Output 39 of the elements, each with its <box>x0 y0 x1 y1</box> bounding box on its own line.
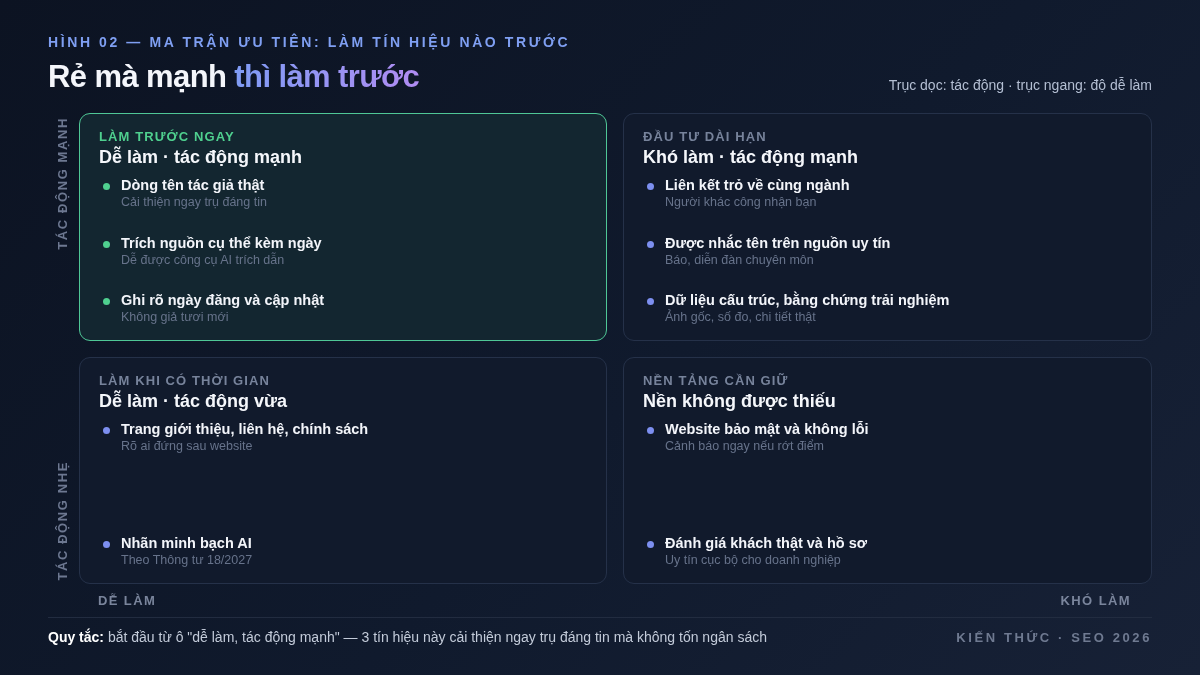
item-note: Ảnh gốc, số đo, chi tiết thật <box>665 310 816 324</box>
axis-label: KHÓ LÀM <box>1060 593 1131 608</box>
item-note: Uy tín cục bộ cho doanh nghiệp <box>665 553 841 567</box>
caption-text: Quy tắc: bắt đầu từ ô "dễ làm, tác động mạnh" — 3 tín hiệu này cải thiện ngay trụ đáng tin mà không tốn ngân sách <box>48 629 767 645</box>
axis-label: DỄ LÀM <box>98 593 157 608</box>
item-title: Dữ liệu cấu trúc, bằng chứng trải nghiệm <box>665 292 950 308</box>
quadrant-card <box>623 113 1152 341</box>
item-note: Rõ ai đứng sau website <box>121 439 253 453</box>
item-title: Trang giới thiệu, liên hệ, chính sách <box>121 421 369 437</box>
figure-kicker: HÌNH 02 — MA TRẬN ƯU TIÊN: LÀM TÍN HIỆU NÀO TRƯỚC <box>48 34 571 50</box>
quadrant-heading: Khó làm · tác động mạnh <box>643 147 858 168</box>
footer-credit: KIẾN THỨC · SEO 2026 <box>956 630 1152 645</box>
item-title: Website bảo mật và không lỗi <box>665 421 869 437</box>
diagram-title: Rẻ mà mạnh thì làm trước <box>48 59 420 95</box>
item-title: Đánh giá khách thật và hồ sơ <box>665 535 868 551</box>
quadrant-heading: Nền không được thiếu <box>643 391 836 412</box>
quadrant-kicker: NỀN TẢNG CẦN GIỮ <box>643 373 789 388</box>
quadrant-heading: Dễ làm · tác động mạnh <box>99 147 303 168</box>
quadrant-kicker: LÀM TRƯỚC NGAY <box>99 129 235 144</box>
item-title: Trích nguồn cụ thể kèm ngày <box>121 234 322 251</box>
item-note: Theo Thông tư 18/2027 <box>121 553 253 567</box>
item-note: Báo, diễn đàn chuyên môn <box>665 252 814 267</box>
quadrant-kicker: ĐẦU TƯ DÀI HẠN <box>643 129 767 144</box>
item-title: Ghi rõ ngày đăng và cập nhật <box>121 292 325 308</box>
item-note: Người khác công nhận bạn <box>665 195 817 209</box>
quadrant-card <box>79 357 607 584</box>
item-note: Cảnh báo ngay nếu rớt điểm <box>665 439 824 453</box>
item-title: Dòng tên tác giả thật <box>121 177 265 193</box>
quadrant-card <box>623 357 1152 584</box>
item-title: Liên kết trỏ về cùng ngành <box>665 177 850 193</box>
axis-note: Trục dọc: tác động · trục ngang: độ dễ làm <box>888 77 1152 93</box>
item-title: Được nhắc tên trên nguồn uy tín <box>665 234 891 251</box>
item-note: Không giả tươi mới <box>121 310 229 324</box>
item-note: Cải thiện ngay trụ đáng tin <box>121 195 267 209</box>
item-title: Nhãn minh bạch AI <box>121 535 252 551</box>
quadrant-heading: Dễ làm · tác động vừa <box>99 391 288 412</box>
quadrant-kicker: LÀM KHI CÓ THỜI GIAN <box>99 373 271 388</box>
item-note: Dễ được công cụ AI trích dẫn <box>121 252 285 267</box>
quadrant-card <box>79 113 607 341</box>
